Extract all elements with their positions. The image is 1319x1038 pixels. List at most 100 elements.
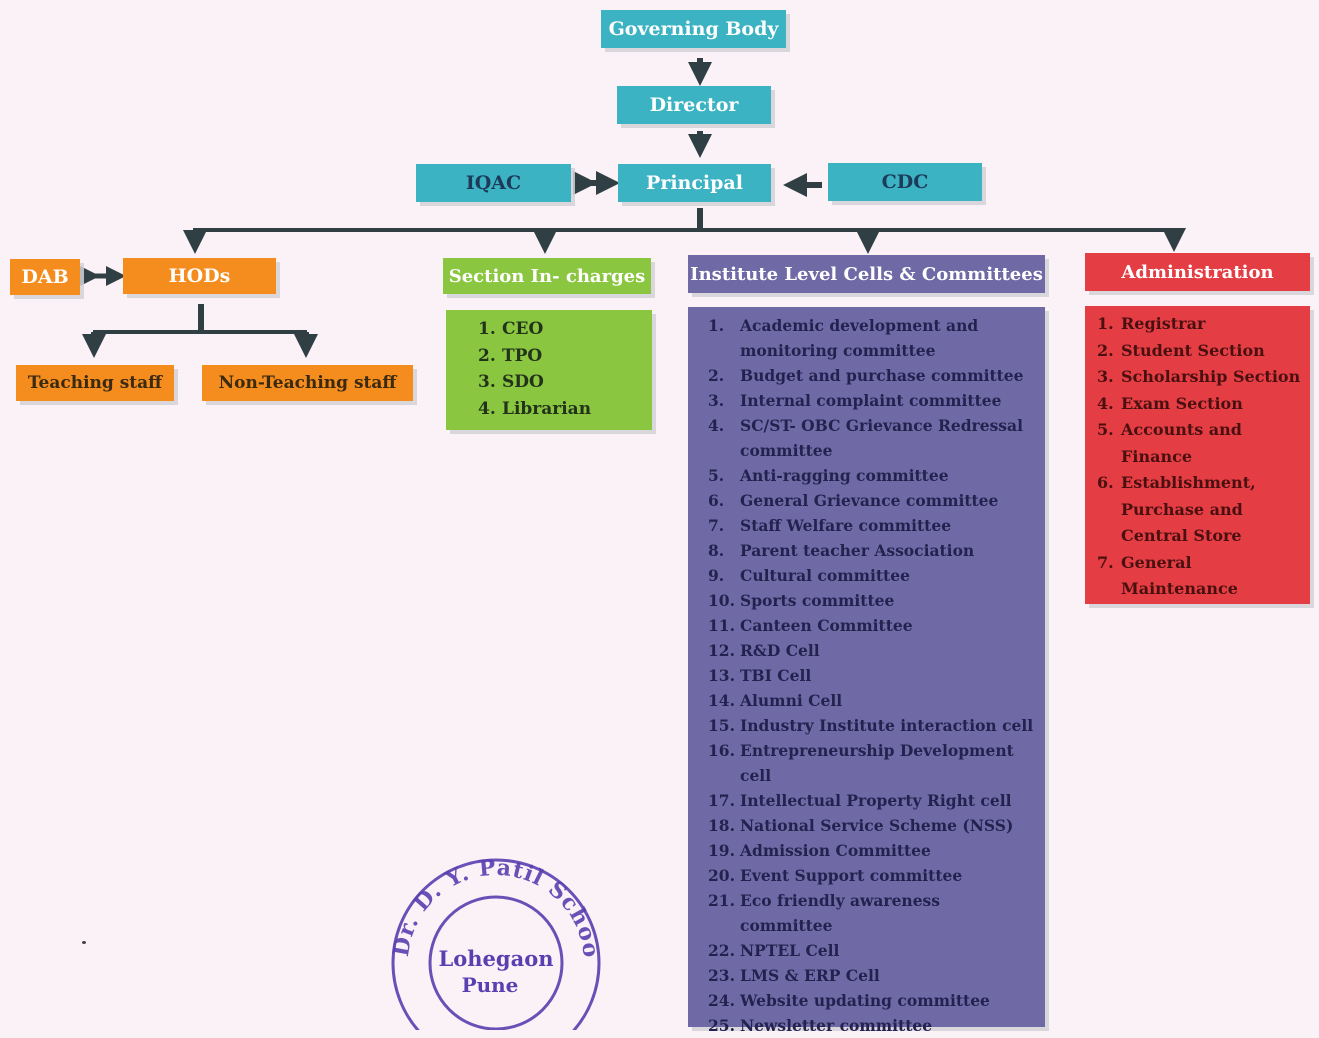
list-item: 23. LMS & ERP Cell bbox=[708, 963, 1037, 988]
list-item: 6. General Grievance committee bbox=[708, 488, 1037, 513]
item-text: Scholarship Section bbox=[1121, 367, 1301, 386]
item-number: 20. bbox=[708, 866, 735, 885]
institute-seal: Dr. D. Y. Patil School of Engineering Lo… bbox=[386, 858, 604, 1030]
list-item: 1. Registrar bbox=[1097, 311, 1304, 338]
item-text: Alumni Cell bbox=[740, 691, 843, 710]
list-item: 14. Alumni Cell bbox=[708, 688, 1037, 713]
hods-box: HODs bbox=[123, 258, 276, 294]
non-teaching-staff-box: Non-Teaching staff bbox=[202, 365, 413, 401]
item-text: Accounts and Finance bbox=[1121, 420, 1242, 466]
item-number: 9. bbox=[708, 566, 725, 585]
item-number: 4. bbox=[708, 416, 725, 435]
dab-box: DAB bbox=[10, 259, 80, 295]
list-item: 3.SDO bbox=[478, 369, 652, 396]
item-text: Intellectual Property Right cell bbox=[740, 791, 1012, 810]
list-item: 17. Intellectual Property Right cell bbox=[708, 788, 1037, 813]
item-text: Registrar bbox=[1121, 314, 1206, 333]
director-box: Director bbox=[617, 86, 771, 124]
item-number: 7. bbox=[708, 516, 725, 535]
item-text: Exam Section bbox=[1121, 393, 1243, 413]
list-item: 2. Student Section bbox=[1097, 338, 1304, 365]
item-number: 21. bbox=[708, 891, 735, 910]
item-text: Event Support committee bbox=[740, 866, 963, 885]
list-item: 2.TPO bbox=[478, 343, 652, 370]
item-number: 19. bbox=[708, 841, 735, 860]
list-item: 2.Budget and purchase committee bbox=[708, 363, 1037, 388]
item-number: 15. bbox=[708, 716, 735, 735]
item-number: 22. bbox=[708, 941, 735, 960]
item-number: 23. bbox=[708, 966, 735, 985]
item-number: 16. bbox=[708, 741, 735, 760]
list-item: 20. Event Support committee bbox=[708, 863, 1037, 888]
hods-label: HODs bbox=[168, 265, 231, 287]
list-item: 1.Academic development and monitoring co… bbox=[708, 313, 1037, 363]
item-number: 24. bbox=[708, 991, 735, 1010]
governing-body-box: Governing Body bbox=[601, 10, 786, 48]
item-text: Canteen Committee bbox=[740, 616, 913, 635]
item-number: 6. bbox=[1097, 473, 1114, 492]
item-text: Parent teacher Association bbox=[740, 541, 975, 560]
teaching-staff-box: Teaching staff bbox=[16, 365, 174, 401]
item-text: Internal complaint committee bbox=[740, 391, 1002, 410]
seal-ring-text: Dr. D. Y. Patil School of Engineering bbox=[386, 858, 603, 960]
item-text: Librarian bbox=[502, 398, 592, 419]
item-number: 5. bbox=[708, 466, 725, 485]
item-number: 8. bbox=[708, 541, 725, 560]
item-number: 12. bbox=[708, 641, 735, 660]
list-item: 21.Eco friendly awareness committee bbox=[708, 888, 1037, 938]
list-item: 5.Accounts and Finance bbox=[1097, 417, 1304, 470]
list-item: 15. Industry Institute interaction cell bbox=[708, 713, 1037, 738]
list-item: 16. Entrepreneurship Development cell bbox=[708, 738, 1037, 788]
principal-box: Principal bbox=[618, 164, 771, 202]
item-number: 3. bbox=[1097, 367, 1114, 386]
seal-center-line1: Lohegaon bbox=[439, 946, 554, 971]
item-text: R&D Cell bbox=[740, 641, 820, 660]
item-text: Student Section bbox=[1121, 340, 1265, 360]
item-number: 1. bbox=[478, 319, 496, 339]
svg-text:Dr. D. Y. Patil School of Engi: Dr. D. Y. Patil School of Engineering bbox=[386, 858, 604, 960]
list-item: 9.Cultural committee bbox=[708, 563, 1037, 588]
iqac-label: IQAC bbox=[465, 172, 522, 194]
cdc-box: CDC bbox=[828, 163, 982, 201]
list-item: 8. Parent teacher Association bbox=[708, 538, 1037, 563]
item-number: 2. bbox=[1097, 340, 1114, 360]
item-number: 10. bbox=[708, 591, 735, 610]
administration-list: 1. Registrar 2. Student Section 3. Scholarshi… bbox=[1085, 306, 1310, 604]
item-text: NPTEL Cell bbox=[740, 941, 840, 960]
item-number: 6. bbox=[708, 491, 725, 510]
speck bbox=[82, 941, 86, 944]
item-text: General Grievance committee bbox=[740, 491, 999, 510]
list-item: 25. Newsletter committee bbox=[708, 1013, 1037, 1038]
section-incharges-list: 1.CEO 2.TPO 3.SDO 4.Librarian bbox=[446, 310, 652, 430]
item-text: Newsletter committee bbox=[740, 1016, 933, 1035]
item-text: Budget and purchase committee bbox=[740, 366, 1024, 385]
item-text: Industry Institute interaction cell bbox=[740, 716, 1034, 735]
list-item: 11. Canteen Committee bbox=[708, 613, 1037, 638]
list-item: 1. CEO bbox=[478, 316, 652, 343]
iqac-box: IQAC bbox=[416, 164, 571, 202]
list-item: 4.SC/ST- OBC Grievance Redressal committ… bbox=[708, 413, 1037, 463]
item-text: National Service Scheme (NSS) bbox=[740, 816, 1014, 835]
item-text: Anti-ragging committee bbox=[740, 466, 949, 485]
cells-committees-list: 1.Academic development and monitoring co… bbox=[688, 307, 1045, 1035]
item-number: 7. bbox=[1097, 552, 1114, 572]
list-item: 3. Scholarship Section bbox=[1097, 364, 1304, 391]
item-text: Website updating committee bbox=[740, 991, 990, 1010]
list-item: 12. R&D Cell bbox=[708, 638, 1037, 663]
list-item: 24. Website updating committee bbox=[708, 988, 1037, 1013]
item-number: 17. bbox=[708, 791, 735, 810]
list-item: 5. Anti-ragging committee bbox=[708, 463, 1037, 488]
item-text: CEO bbox=[502, 319, 544, 339]
item-number: 1. bbox=[1097, 314, 1114, 333]
item-number: 25. bbox=[708, 1016, 735, 1035]
list-item: 4.Exam Section bbox=[1097, 391, 1304, 418]
teaching-staff-label: Teaching staff bbox=[27, 373, 163, 393]
item-text: LMS & ERP Cell bbox=[740, 966, 880, 985]
item-number: 11. bbox=[708, 616, 735, 635]
list-item: 10.Sports committee bbox=[708, 588, 1037, 613]
list-item: 7.Staff Welfare committee bbox=[708, 513, 1037, 538]
item-text: General Maintenance bbox=[1121, 552, 1238, 599]
item-text: Entrepreneurship Development cell bbox=[740, 741, 1014, 785]
item-text: Admission Committee bbox=[740, 841, 931, 860]
item-number: 14. bbox=[708, 691, 735, 710]
